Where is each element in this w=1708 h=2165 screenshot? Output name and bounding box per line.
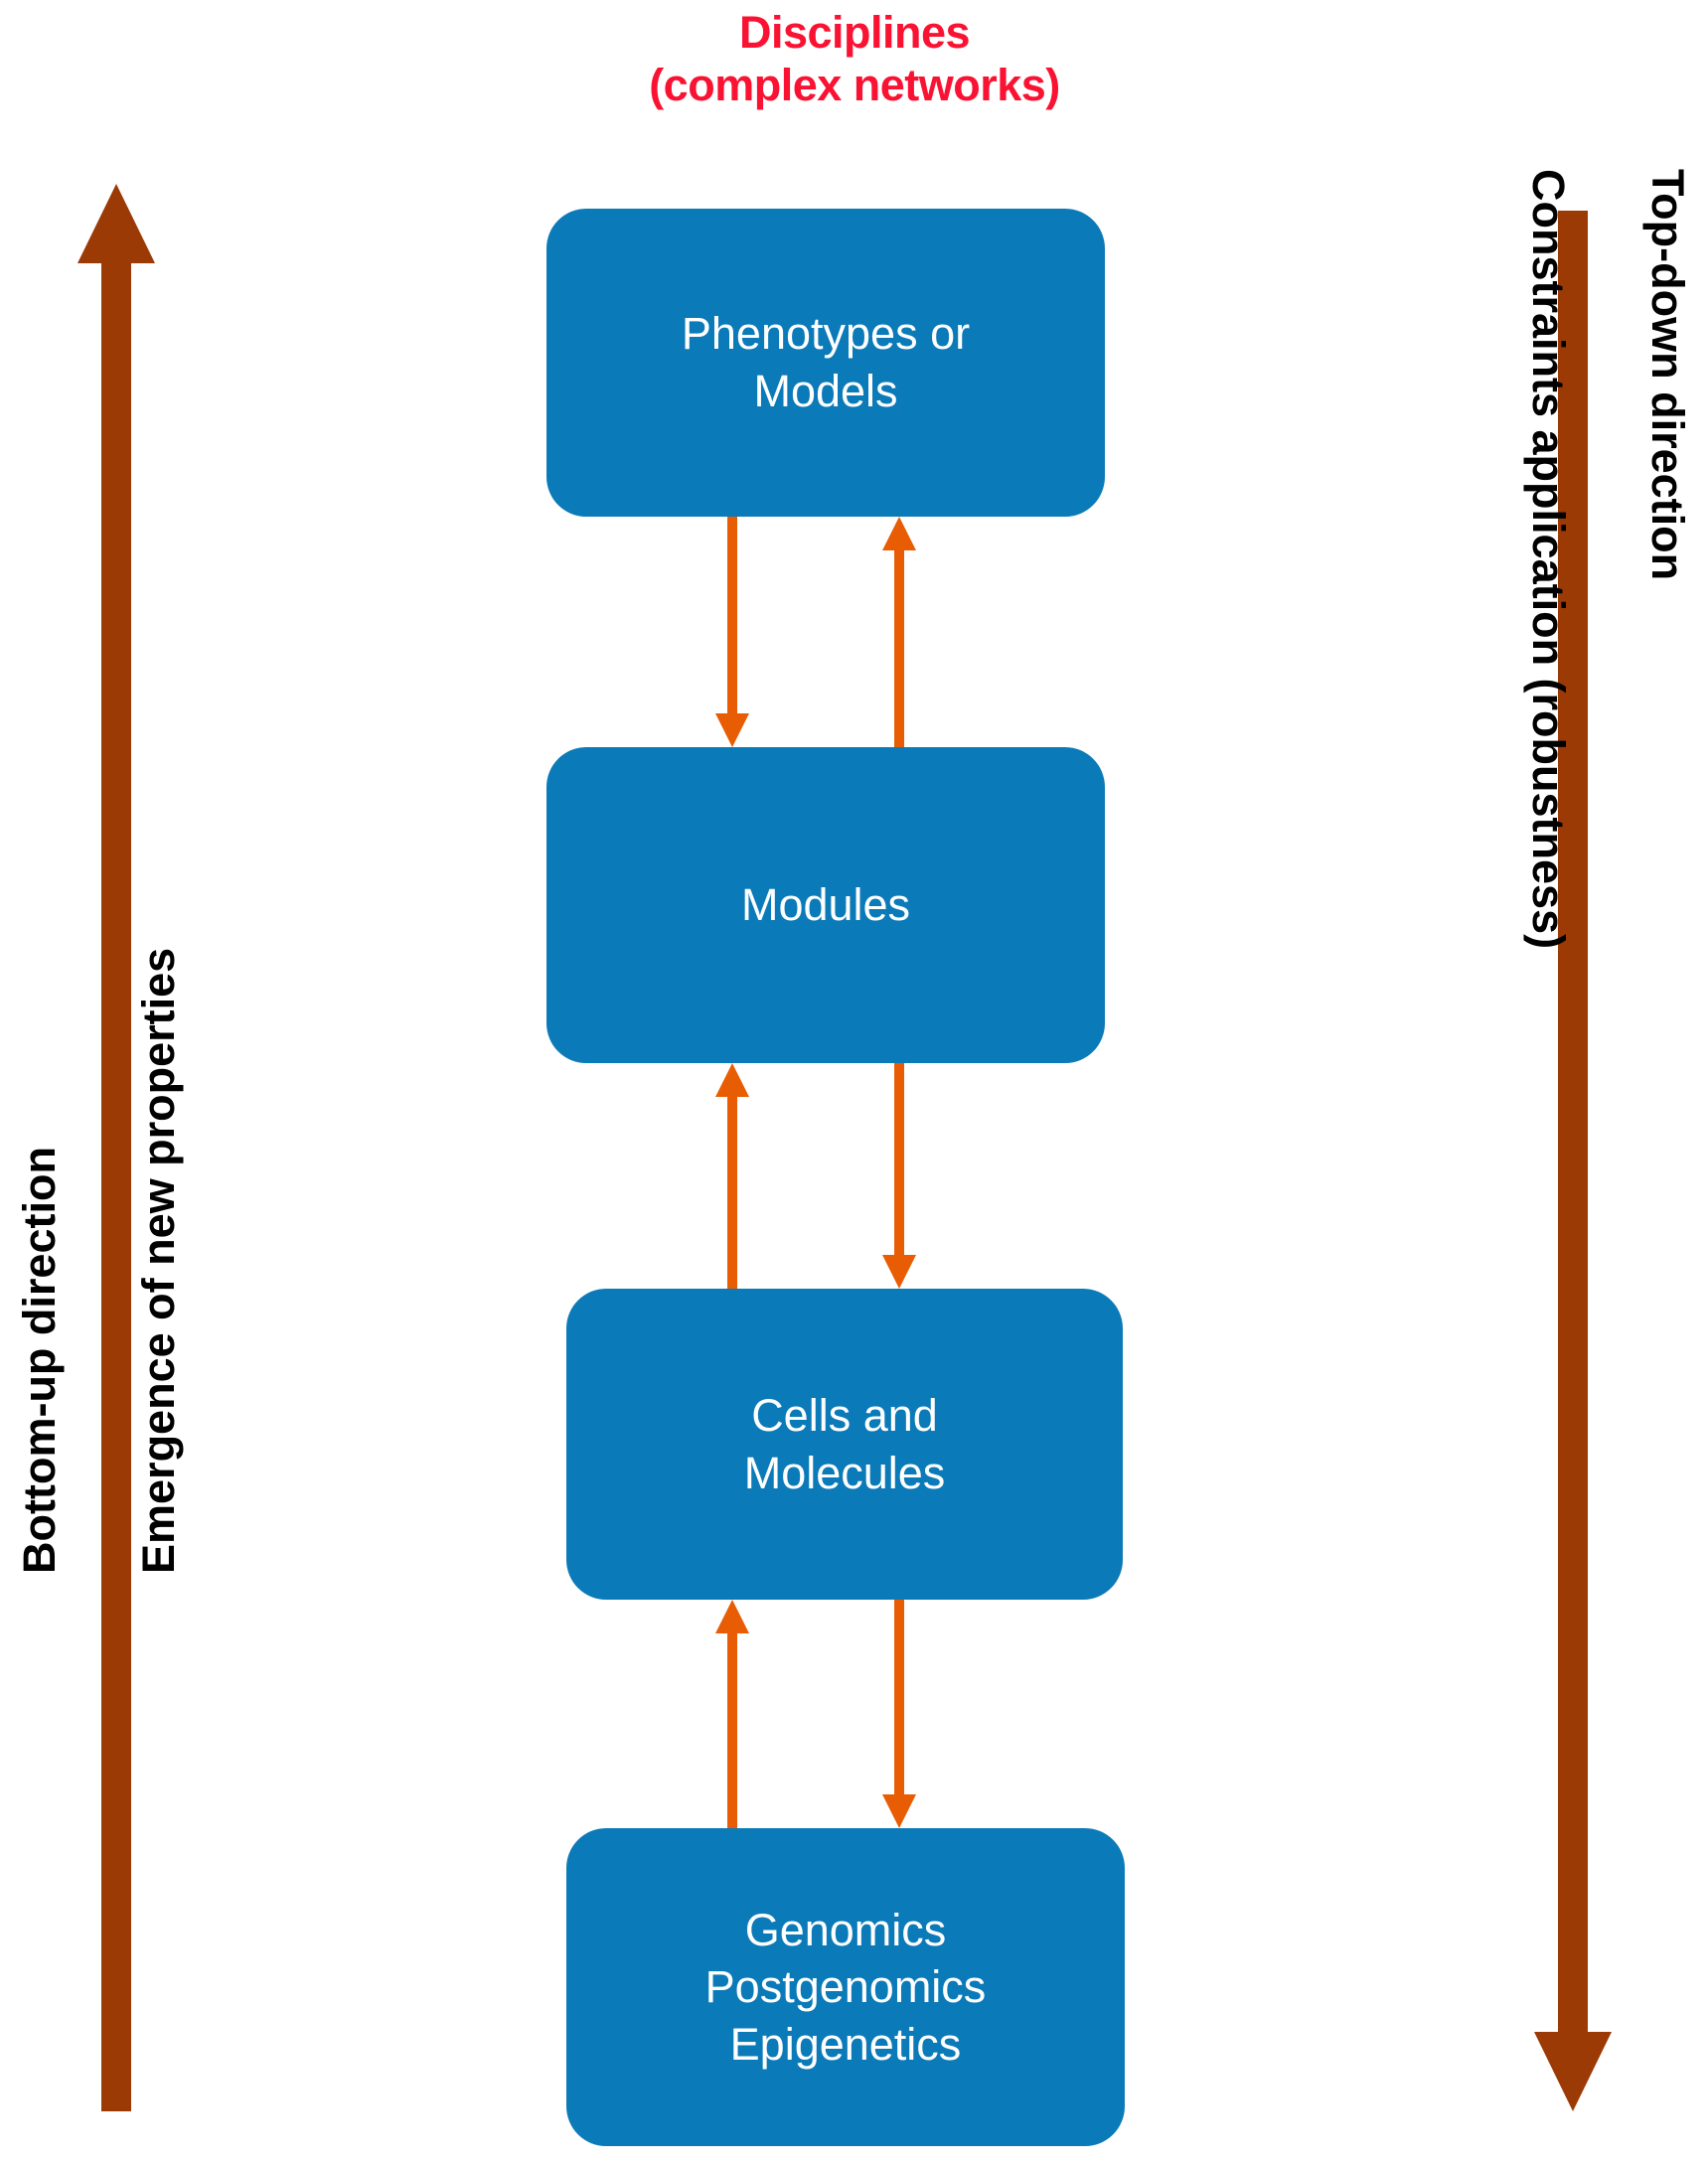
- connector-shaft: [727, 517, 737, 713]
- node-modules[interactable]: Modules: [546, 747, 1105, 1063]
- arrow-head-down-icon: [882, 1255, 916, 1289]
- arrow-head-up-icon: [715, 1063, 749, 1097]
- label-emergence-of-new-properties: Emergence of new properties: [133, 947, 184, 1574]
- node-phenotypes-or-models[interactable]: Phenotypes or Models: [546, 209, 1105, 517]
- connector-shaft: [894, 1600, 904, 1794]
- label-bottom-up-direction: Bottom-up direction: [14, 1147, 65, 1574]
- connector-cells-to-modules: [715, 1063, 749, 1289]
- arrow-head-down-icon: [1534, 2032, 1612, 2111]
- arrow-head-up-icon: [715, 1600, 749, 1633]
- label-constraints-application: Constraints application (robustness): [1523, 169, 1574, 950]
- connector-shaft: [727, 1097, 737, 1289]
- arrow-shaft: [1558, 211, 1588, 2034]
- arrow-head-up-icon: [78, 184, 155, 263]
- diagram-title: Disciplines (complex networks): [649, 7, 1060, 111]
- arrow-shaft: [101, 261, 131, 2111]
- connector-shaft: [894, 550, 904, 747]
- label-top-down-direction: Top-down direction: [1642, 169, 1693, 581]
- node-cells-and-molecules[interactable]: Cells and Molecules: [566, 1289, 1123, 1600]
- connector-shaft: [727, 1633, 737, 1828]
- connector-modules-to-cells: [882, 1063, 916, 1289]
- connector-modules-to-phenotypes: [882, 517, 916, 747]
- bottom-up-direction-arrow: [78, 184, 155, 2111]
- connector-shaft: [894, 1063, 904, 1255]
- connector-cells-to-genomics: [882, 1600, 916, 1828]
- connector-phenotypes-to-modules: [715, 517, 749, 747]
- arrow-head-down-icon: [715, 713, 749, 747]
- top-down-direction-arrow: [1534, 211, 1612, 2111]
- arrow-head-up-icon: [882, 517, 916, 550]
- node-genomics-postgenomics-epigenetics[interactable]: Genomics Postgenomics Epigenetics: [566, 1828, 1125, 2146]
- arrow-head-down-icon: [882, 1794, 916, 1828]
- connector-genomics-to-cells: [715, 1600, 749, 1828]
